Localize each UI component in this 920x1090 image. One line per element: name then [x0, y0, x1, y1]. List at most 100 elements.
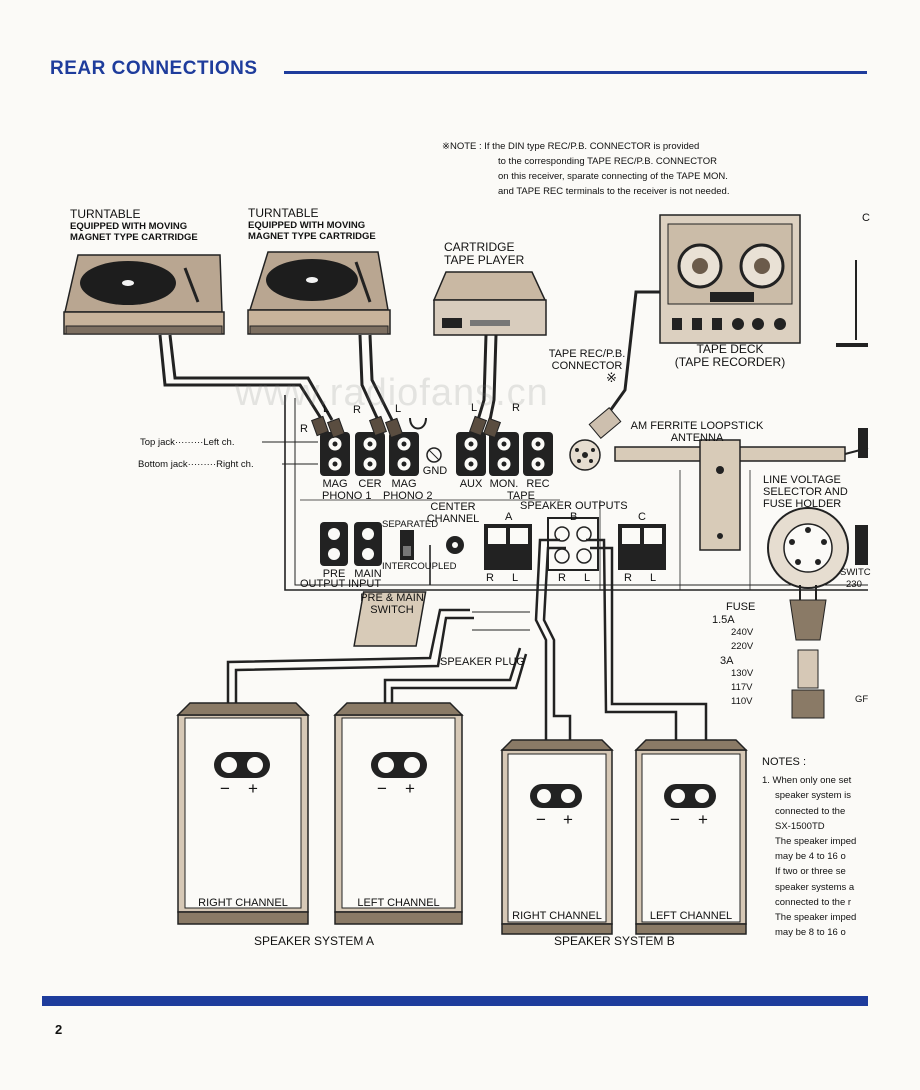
line-voltage-selector	[767, 507, 868, 719]
source-cables	[158, 290, 660, 426]
title-rule	[284, 71, 867, 74]
tv-antenna-edge	[836, 260, 868, 347]
spk-a-right-label: RIGHT CHANNEL	[198, 897, 288, 909]
main-label: MAIN	[354, 568, 382, 580]
pre-main-jacks	[320, 522, 464, 566]
notes-panel: NOTES : 1. When only one set speaker sys…	[762, 755, 868, 940]
tape-connector-label: TAPE REC/P.B. CONNECTOR	[540, 348, 634, 372]
ch-l-1: L	[323, 403, 330, 415]
edge-switch: SWITC	[840, 567, 871, 578]
spk-a-right-minus: −	[220, 779, 230, 798]
spk-b-left-label: LEFT CHANNEL	[649, 910, 733, 922]
notes-line-3: connected to the	[775, 805, 846, 817]
turntable-1-line2: MAGNET TYPE CARTRIDGE	[70, 232, 198, 243]
turntable-1-label: TURNTABLE EQUIPPED WITH MOVING MAGNET TY…	[70, 207, 198, 244]
page-number: 2	[55, 1022, 63, 1037]
tape-deck-label: TAPE DECK (TAPE RECORDER)	[668, 343, 792, 369]
turntable-2	[247, 251, 391, 335]
page-title: REAR CONNECTIONS	[50, 58, 258, 79]
watermark: www.radiofans.cn	[235, 372, 549, 414]
tape-connector-line2: CONNECTOR	[551, 360, 623, 372]
output-input-label: OUTPUT INPUT	[300, 578, 382, 590]
fuse-110v: 110V	[731, 696, 753, 707]
tape-deck-line1: TAPE DECK	[696, 342, 764, 356]
spk-b-right-minus: −	[536, 810, 546, 829]
center-line2: CHANNEL	[426, 513, 480, 525]
intercoupled-label: INTERCOUPLED	[382, 561, 457, 572]
speaker-a-l: L	[512, 572, 519, 584]
notes-line-5: The speaker imped	[775, 836, 857, 848]
turntable-1-line1: EQUIPPED WITH MOVING	[70, 221, 188, 232]
notes-line-7: If two or three se	[775, 866, 846, 878]
pre-label: PRE	[322, 568, 346, 580]
spk-b-right-plus: +	[563, 810, 573, 829]
tape-connector-mark: ※	[606, 370, 617, 385]
mag2-label: MAG	[391, 478, 417, 490]
voltage-line1: LINE VOLTAGE	[763, 474, 841, 486]
speaker-a-r: R	[486, 572, 494, 584]
ch-r-2: R	[353, 404, 361, 416]
spk-b-left-plus: +	[698, 810, 708, 829]
pre-main-switch-label: PRE & MAIN SWITCH	[352, 592, 432, 616]
speaker-b-l: L	[584, 572, 591, 584]
notes-line-10: The speaker imped	[775, 912, 857, 924]
din-connector	[569, 407, 622, 471]
notes-line-6: may be 4 to 16 o	[775, 851, 846, 863]
note-line-1: ※NOTE : If the DIN type REC/P.B. CONNECT…	[442, 141, 700, 152]
turntable-2-title: TURNTABLE	[248, 206, 319, 220]
cer-label: CER	[358, 478, 382, 490]
receiver-panel-outline	[284, 395, 868, 591]
turntable-2-line2: MAGNET TYPE CARTRIDGE	[248, 231, 376, 242]
speaker-c-l: L	[650, 572, 657, 584]
antenna-line2: ANTENNA	[670, 432, 724, 444]
cartridge-line1: CARTRIDGE	[444, 240, 515, 254]
edge-ac: AC	[856, 515, 870, 526]
notes-line-1: 1. When only one set	[762, 775, 852, 787]
fuse-130v: 130V	[731, 668, 754, 679]
speaker-system-a-cabinets	[176, 702, 464, 925]
fuse-title: FUSE	[726, 601, 756, 613]
footer-bar	[42, 996, 868, 1006]
tape-label: TAPE	[507, 490, 535, 502]
speaker-system-b-cabinets	[500, 739, 748, 935]
mon-label: MON.	[489, 478, 519, 490]
cartridge-player-label: CARTRIDGE TAPE PLAYER	[444, 241, 524, 267]
speaker-output-terminals	[484, 517, 666, 571]
turntable-1-title: TURNTABLE	[70, 207, 141, 221]
ch-l-2: L	[395, 403, 402, 415]
speaker-b-r: R	[558, 572, 566, 584]
ch-r-1: R	[300, 423, 308, 435]
speaker-output-b: B	[570, 511, 578, 523]
fuse-117v: 117V	[731, 682, 753, 693]
separated-label: SEPARATED	[382, 519, 439, 530]
antenna-line1: AM FERRITE LOOPSTICK	[630, 420, 764, 432]
speaker-c-r: R	[624, 572, 632, 584]
voltage-line2: SELECTOR AND	[763, 486, 848, 498]
speaker-output-a: A	[505, 511, 513, 523]
input-jacks	[310, 415, 553, 476]
notes-line-8: speaker systems a	[775, 881, 855, 893]
ferrite-antenna	[614, 428, 869, 551]
tape-deck-line2: (TAPE RECORDER)	[674, 355, 786, 369]
phono1-label: PHONO 1	[322, 490, 372, 502]
turntable-2-line1: EQUIPPED WITH MOVING	[248, 220, 366, 231]
spk-a-left-plus: +	[405, 779, 415, 798]
notes-title: NOTES :	[762, 756, 807, 768]
notes-line-2: speaker system is	[775, 790, 852, 802]
speaker-plug	[353, 591, 530, 647]
antenna-label: AM FERRITE LOOPSTICK ANTENNA	[622, 420, 772, 444]
rec-label: REC	[526, 478, 550, 490]
turntable-2-label: TURNTABLE EQUIPPED WITH MOVING MAGNET TY…	[248, 206, 376, 243]
spk-b-right-label: RIGHT CHANNEL	[512, 910, 602, 922]
jack-legend-bottom: Bottom jack·········Right ch.	[138, 459, 254, 470]
gnd-label: GND	[422, 465, 448, 477]
notes-line-11: may be 8 to 16 o	[775, 927, 846, 939]
fuse-rating-2: 3A	[720, 655, 734, 667]
pre-main-switch-line1: PRE & MAIN	[360, 592, 424, 604]
tape-deck	[659, 214, 801, 344]
din-note: ※NOTE : If the DIN type REC/P.B. CONNECT…	[442, 139, 729, 199]
speaker-system-a-title: SPEAKER SYSTEM A	[254, 934, 375, 948]
tape-connector-line1: TAPE REC/P.B.	[548, 348, 626, 360]
cartridge-tape-player	[432, 271, 547, 336]
